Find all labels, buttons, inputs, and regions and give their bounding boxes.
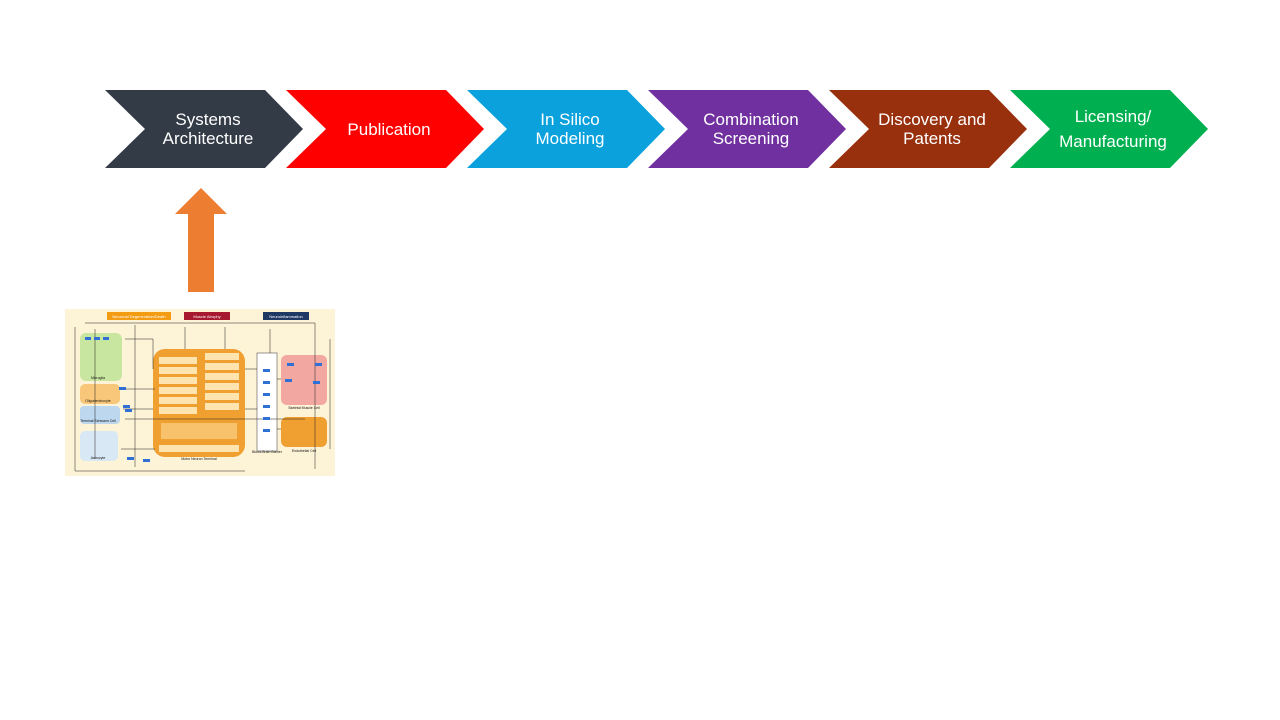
thumb-tag: Neuroinflammation [269,314,303,319]
step-licensing-manufacturing: Licensing/ Manufacturing [1010,90,1210,168]
thumb-cell-label: Motor Neuron Terminal [181,457,217,461]
step-label: Publication [316,90,462,168]
step-label: Combination Screening [678,90,824,168]
step-label-line: Manufacturing [1059,132,1167,151]
step-label-line: Systems [175,110,241,129]
thumb-tag: Neuronal Degeneration/Death [112,314,165,319]
systems-diagram-thumbnail: Neuronal Degeneration/Death Muscle Atrop… [65,309,335,476]
thumb-cell-label: Astrocyte [91,456,106,460]
thumb-cell-label: Terminal Schwann Cell [80,419,116,423]
chevron-shape [1010,90,1208,168]
chevron-shape [105,90,303,168]
step-label-line: Publication [347,119,431,139]
step-label-line: Patents [903,129,961,148]
step-in-silico-modeling: In Silico Modeling [467,90,667,168]
step-label-line: Architecture [162,129,254,148]
step-systems-architecture: Systems Architecture [105,90,305,168]
step-label-line: Screening [712,129,790,148]
chevron-shape [467,90,665,168]
thumb-cell-label: Microglia [91,376,105,380]
step-label-line: Combination [703,110,799,129]
step-label: Discovery and Patents [859,90,1005,168]
step-label: Systems Architecture [135,90,281,168]
step-label-line: Modeling [535,129,605,148]
step-discovery-and-patents: Discovery and Patents [829,90,1029,168]
up-arrow-icon [175,188,227,292]
thumb-cell-label: Endothelial Cell [292,449,317,453]
thumb-tag: Muscle Atrophy [193,314,220,319]
chevron-shape [829,90,1027,168]
thumb-cell-label: Oligodendrocyte [85,399,111,403]
step-label-line: Discovery and [878,110,986,129]
thumb-cell-label: Blood-Brain Barrier [252,450,283,454]
step-label-line: In Silico [540,110,600,129]
thumb-cell-label: Skeletal Muscle Cell [288,406,320,410]
step-label-line: Licensing/ [1074,107,1152,126]
step-publication: Publication [286,90,486,168]
step-label: In Silico Modeling [497,90,643,168]
step-label: Licensing/ Manufacturing [1040,90,1186,168]
chevron-shape [286,90,484,168]
chevron-shape [648,90,846,168]
step-combination-screening: Combination Screening [648,90,848,168]
